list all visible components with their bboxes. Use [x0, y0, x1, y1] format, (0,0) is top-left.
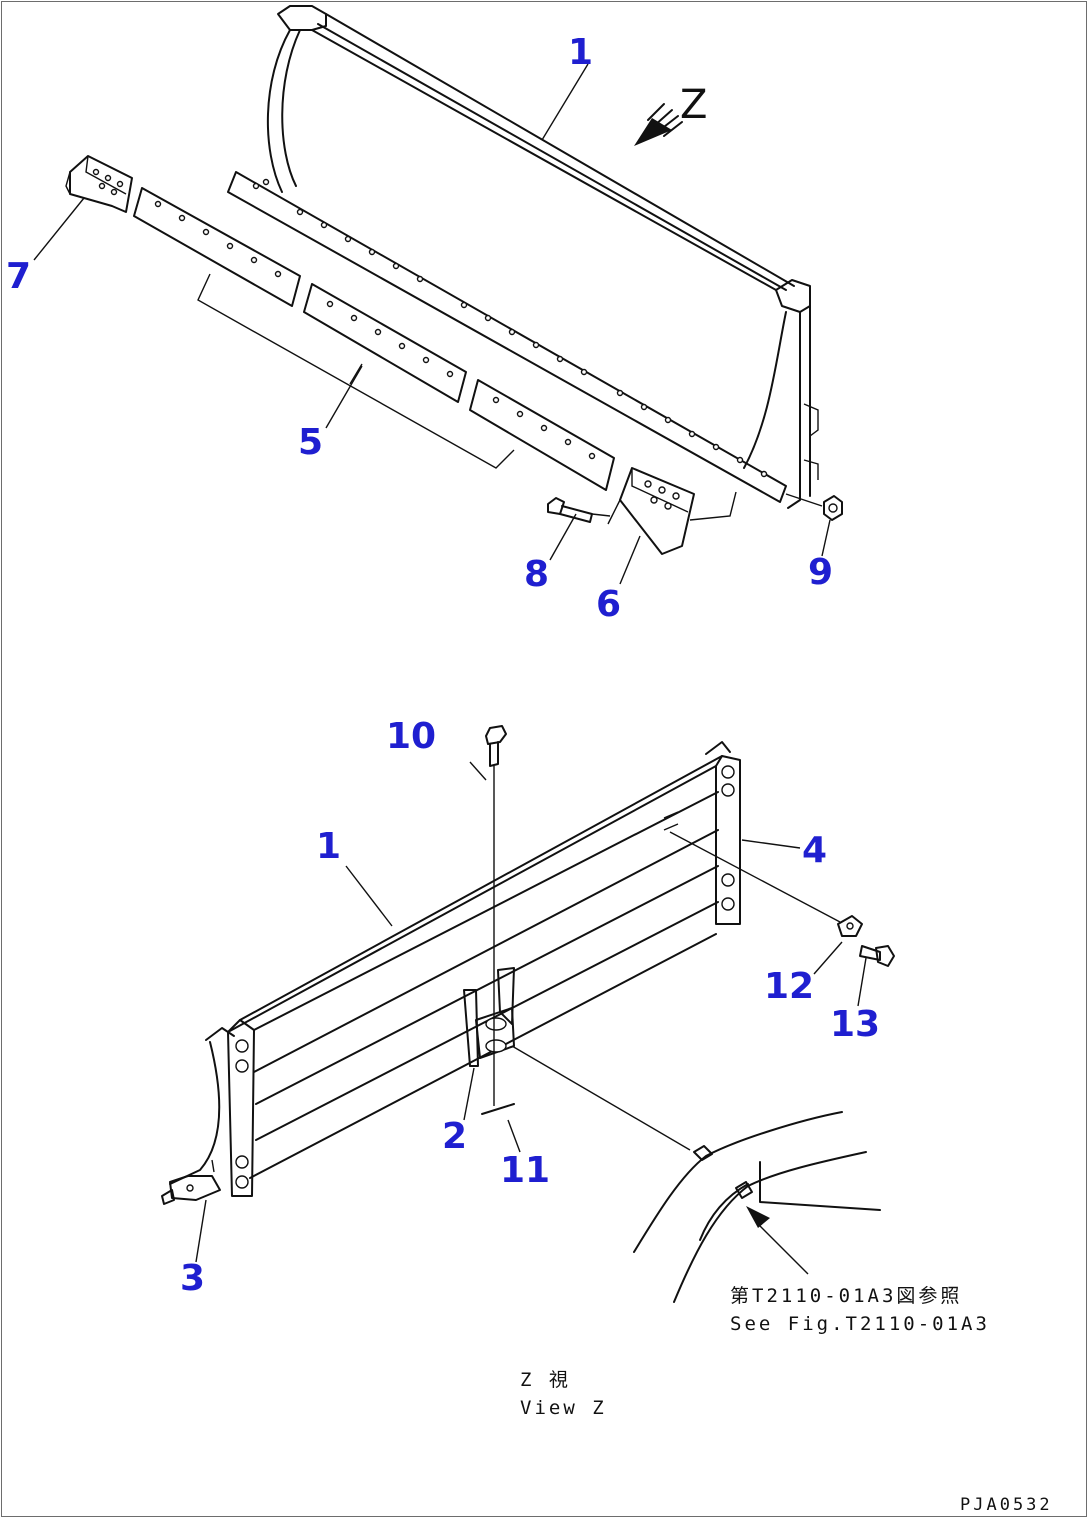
cutting-edges [133, 187, 615, 491]
callout-1-top: 1 [568, 32, 593, 73]
view-marker-label: Z [680, 82, 707, 128]
callout-6: 6 [596, 584, 621, 625]
leaders-bottom [195, 761, 867, 1263]
callout-4: 4 [802, 830, 827, 871]
end-bit-left [65, 155, 133, 213]
callout-3: 3 [180, 1258, 205, 1299]
callout-11: 11 [500, 1150, 550, 1191]
callout-9: 9 [808, 552, 833, 593]
blade-rear-view [161, 725, 895, 1205]
view-caption-en: View Z [520, 1397, 607, 1419]
callout-13: 13 [830, 1004, 880, 1045]
callout-8: 8 [524, 554, 549, 595]
reference-note-jp: 第T2110-01A3図参照 [730, 1285, 962, 1307]
drawing-code: PJA0532 [960, 1495, 1053, 1515]
reference-note-en: See Fig.T2110-01A3 [730, 1313, 990, 1335]
callout-1-rear: 1 [316, 826, 341, 867]
view-caption-jp: Z 視 [520, 1369, 571, 1391]
frame-detail [633, 1111, 881, 1303]
blade-top-view [227, 5, 819, 509]
callout-12: 12 [764, 966, 814, 1007]
callout-7: 7 [6, 256, 31, 297]
bolt-top [547, 497, 611, 523]
callout-5: 5 [298, 422, 323, 463]
view-z-arrow [634, 103, 683, 146]
leaders-top [33, 63, 831, 585]
callout-10: 10 [386, 716, 436, 757]
end-bit-right [607, 467, 737, 555]
callout-2: 2 [442, 1116, 467, 1157]
nut-top [785, 493, 843, 521]
